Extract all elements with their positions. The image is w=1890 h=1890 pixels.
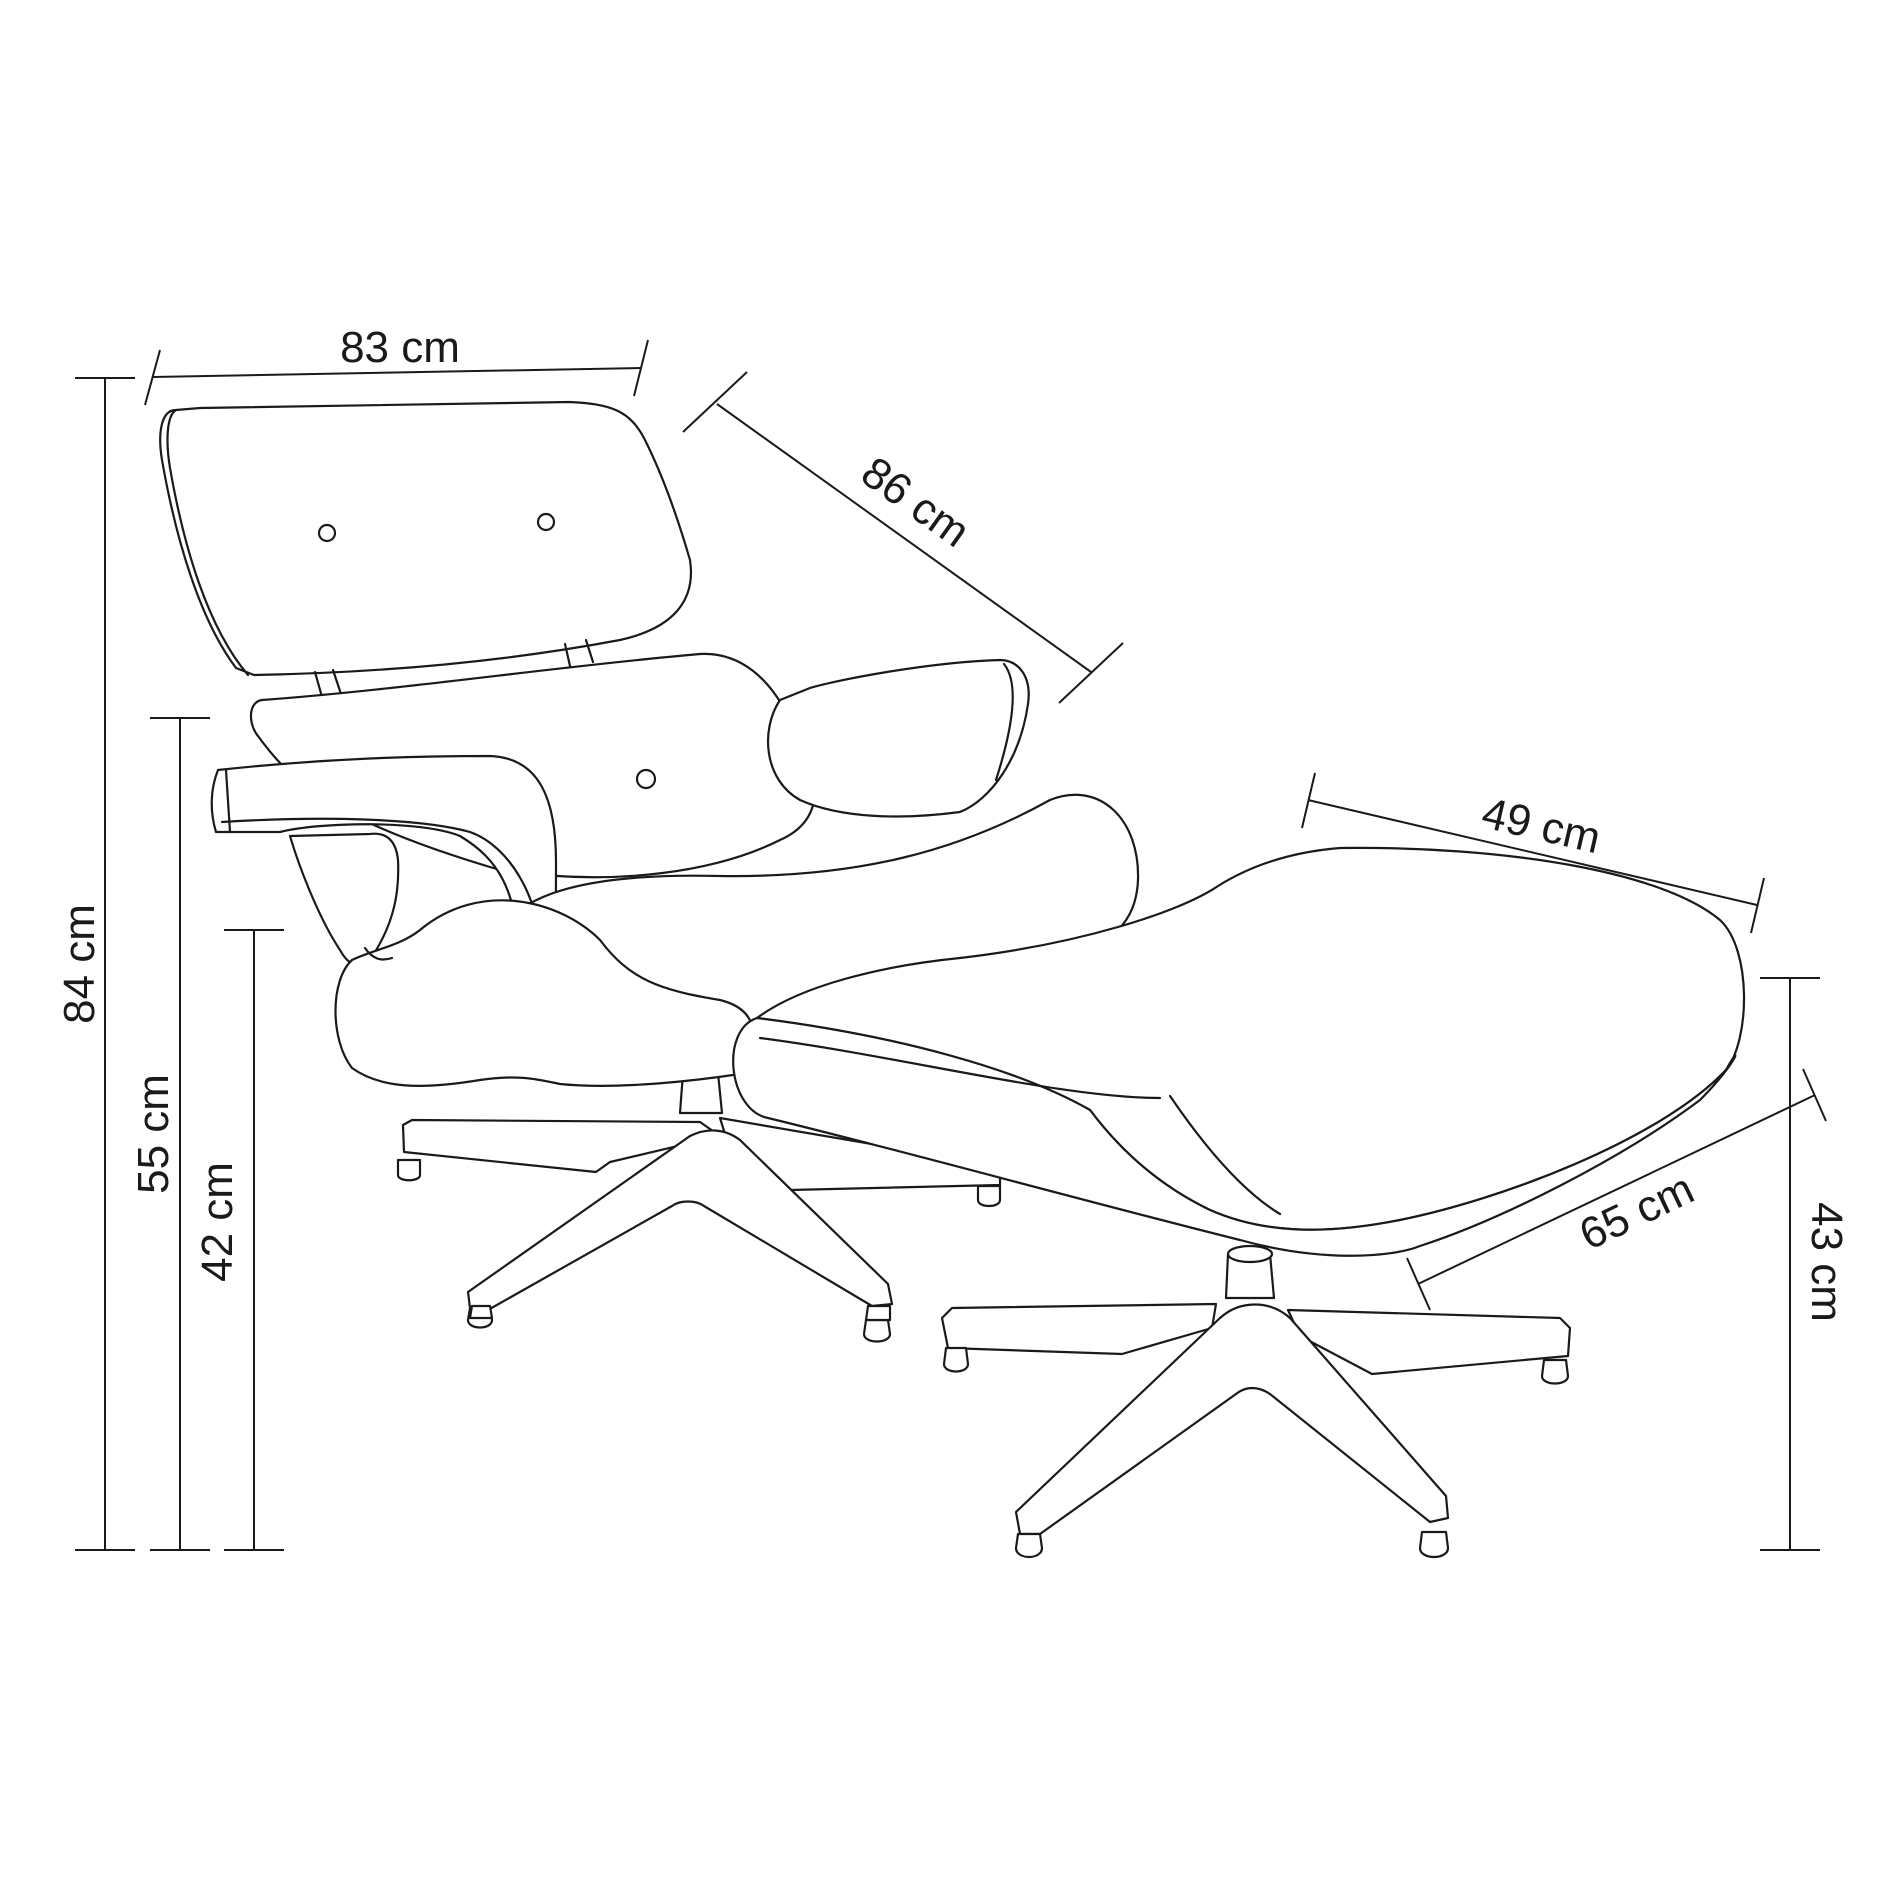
label-chair-depth: 86 cm (852, 447, 978, 556)
dim-arm-height (150, 717, 210, 1551)
label-total-height: 84 cm (55, 904, 104, 1024)
ottoman (732, 846, 1746, 1257)
dim-ottoman-height (1760, 977, 1820, 1551)
ottoman-base (940, 1244, 1572, 1559)
dim-ottoman-depth (1406, 1068, 1827, 1311)
label-chair-width: 83 cm (340, 323, 460, 372)
chair-right-arm-cushion (766, 658, 1030, 818)
dimension-lines (75, 339, 1827, 1551)
label-ottoman-depth: 65 cm (1572, 1164, 1701, 1260)
dim-total-height (75, 377, 135, 1551)
label-seat-height: 42 cm (193, 1162, 242, 1282)
lounge-chair (159, 400, 1140, 1087)
dim-seat-height (224, 929, 284, 1551)
dim-chair-width (144, 339, 649, 406)
label-ottoman-width: 49 cm (1477, 789, 1605, 864)
ottoman-front-shell (732, 1016, 1737, 1257)
dim-ottoman-width (1301, 772, 1765, 934)
dim-chair-depth (682, 371, 1124, 704)
chair-base (396, 1071, 1002, 1343)
label-arm-height: 55 cm (129, 1074, 178, 1194)
chair-back-cushion (159, 400, 693, 677)
label-ottoman-height: 43 cm (1802, 1202, 1851, 1322)
